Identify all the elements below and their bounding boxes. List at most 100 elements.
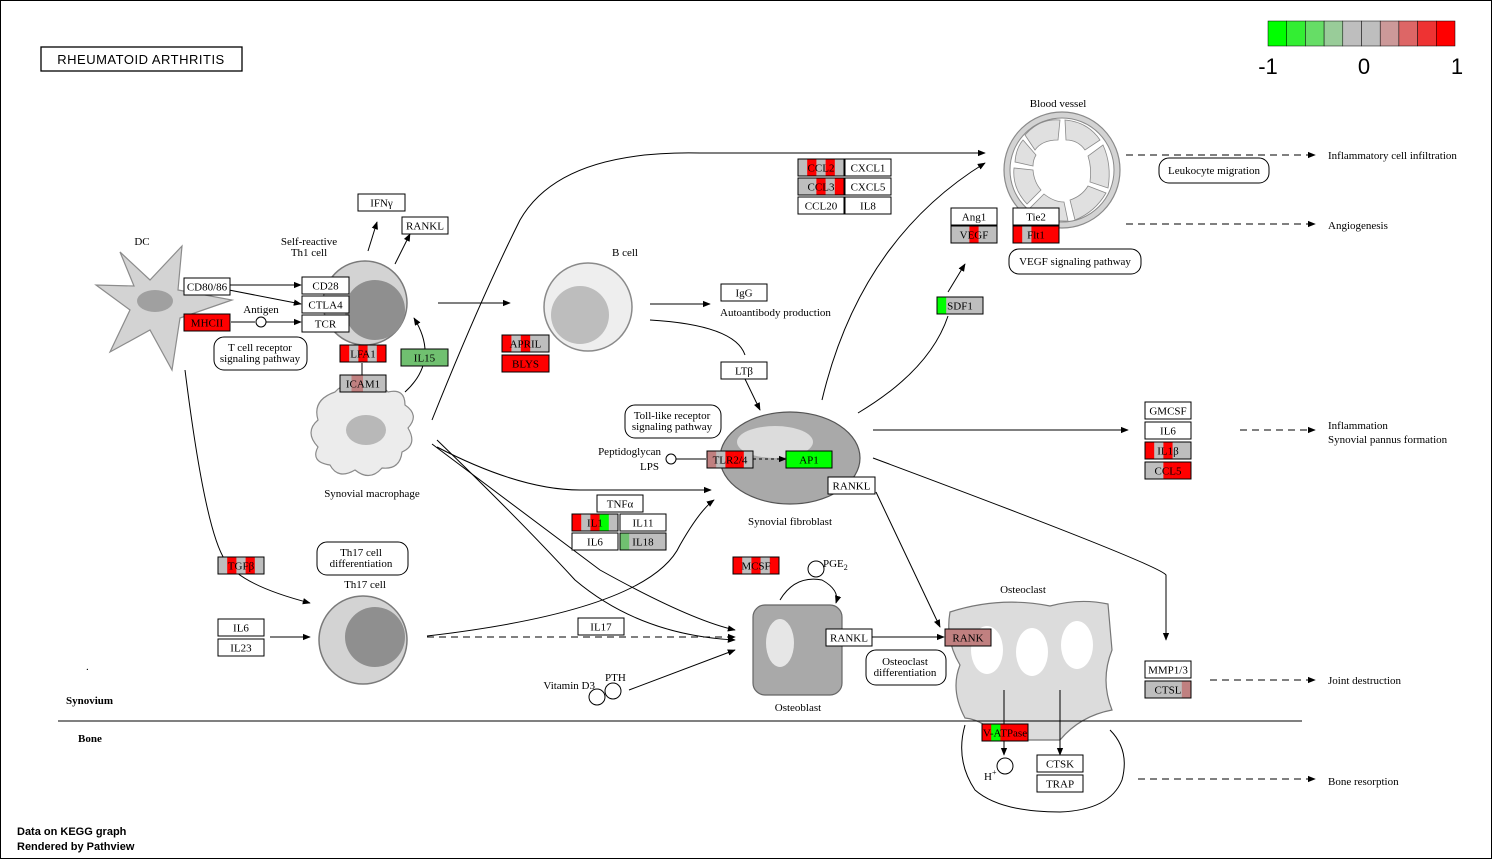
pge2-node bbox=[807, 560, 825, 578]
osteoblast-label: Osteoblast bbox=[775, 702, 821, 714]
gene-label: CD80/86 bbox=[187, 282, 228, 294]
gene-node-flt1[interactable]: Flt1 bbox=[1012, 225, 1060, 244]
gene-label: CCL20 bbox=[805, 201, 838, 213]
gene-node-ctsk[interactable]: CTSK bbox=[1036, 754, 1084, 773]
gene-node-tie2[interactable]: Tie2 bbox=[1012, 207, 1060, 226]
gene-label: CCL5 bbox=[1155, 466, 1182, 478]
gene-node-cd28[interactable]: CD28 bbox=[301, 276, 350, 295]
legend-swatch bbox=[1323, 20, 1344, 47]
autoantibody-label: Autoantibody production bbox=[720, 307, 831, 319]
gene-node-igg[interactable]: IgG bbox=[720, 283, 768, 302]
gene-node-il18[interactable]: IL18 bbox=[619, 532, 667, 551]
gene-node-ccl2[interactable]: CCL2 bbox=[797, 158, 845, 177]
interaction-edges bbox=[184, 149, 1316, 783]
legend-swatch bbox=[1305, 20, 1325, 47]
gene-node-vegf[interactable]: VEGF bbox=[950, 225, 998, 244]
gene-node-rankl-th1[interactable]: RANKL bbox=[401, 216, 449, 235]
gene-node-cxcl5[interactable]: CXCL5 bbox=[844, 177, 892, 196]
leukocyte-migration-link[interactable]: Leukocyte migration bbox=[1158, 157, 1270, 184]
gene-node-ccl20[interactable]: CCL20 bbox=[797, 196, 845, 215]
gene-node-il23[interactable]: IL23 bbox=[217, 638, 265, 657]
gene-node-tcr[interactable]: TCR bbox=[301, 314, 350, 333]
gene-node-cd80[interactable]: CD80/86 bbox=[183, 277, 231, 296]
osteoclast-label: Osteoclast bbox=[1000, 584, 1046, 596]
gene-node-tgfb[interactable]: TGFβ bbox=[217, 556, 265, 575]
gene-node-il6-r[interactable]: IL6 bbox=[1144, 421, 1192, 440]
gene-node-lfa1[interactable]: LFA1 bbox=[339, 344, 387, 363]
gene-node-tlr24[interactable]: TLR2/4 bbox=[706, 450, 754, 469]
gene-node-il15[interactable]: IL15 bbox=[400, 348, 449, 367]
gene-node-il8[interactable]: IL8 bbox=[844, 196, 892, 215]
gene-label: IL8 bbox=[860, 201, 876, 213]
color-legend: -1 0 1 bbox=[1258, 20, 1463, 79]
gene-label: GMCSF bbox=[1149, 406, 1186, 418]
gene-node-sdf1[interactable]: SDF1 bbox=[936, 296, 984, 315]
gene-node-il6-m[interactable]: IL6 bbox=[571, 532, 619, 551]
gene-label: Ang1 bbox=[962, 212, 986, 224]
gene-label: IFNγ bbox=[370, 198, 393, 210]
gene-label: APRIL bbox=[510, 339, 542, 351]
gene-node-ctla4[interactable]: CTLA4 bbox=[301, 295, 350, 314]
outcome-joint-destruction: Joint destruction bbox=[1328, 675, 1402, 687]
gene-node-mmp13[interactable]: MMP1/3 bbox=[1144, 660, 1192, 679]
footer-renderer: Rendered by Pathview bbox=[17, 841, 135, 853]
gene-node-vatpase[interactable]: V-ATPase bbox=[981, 723, 1029, 742]
gene-label: SDF1 bbox=[947, 301, 973, 313]
gene-node-il6-l[interactable]: IL6 bbox=[217, 618, 265, 637]
gene-label: AP1 bbox=[799, 455, 819, 467]
gene-label: RANK bbox=[952, 633, 983, 645]
gene-node-cxcl1[interactable]: CXCL1 bbox=[844, 158, 892, 177]
th17-cell: Th17 cell bbox=[318, 579, 408, 685]
vegf-pathway-link[interactable]: VEGF signaling pathway bbox=[1008, 248, 1142, 275]
gene-label: ICAM1 bbox=[346, 379, 380, 391]
gene-node-april[interactable]: APRIL bbox=[501, 334, 550, 353]
vitamin-d3-label: Vitamin D3 bbox=[543, 680, 595, 692]
gene-node-ccl5[interactable]: CCL5 bbox=[1144, 461, 1192, 480]
gene-node-il1[interactable]: IL1 bbox=[571, 513, 619, 532]
gene-label: IL1β bbox=[1157, 446, 1179, 458]
gene-label: TCR bbox=[315, 319, 337, 331]
legend-tick-min: -1 bbox=[1258, 54, 1278, 79]
gene-node-ccl3[interactable]: CCL3 bbox=[797, 177, 845, 196]
gene-label: RANKL bbox=[833, 481, 871, 493]
gene-label: MCSF bbox=[741, 561, 770, 573]
gene-node-ifng[interactable]: IFNγ bbox=[357, 193, 406, 212]
gene-label: IL6 bbox=[1160, 426, 1176, 438]
gene-label: IL23 bbox=[230, 643, 252, 655]
gene-label: BLYS bbox=[512, 359, 539, 371]
gene-node-mhcii[interactable]: MHCII bbox=[183, 313, 231, 332]
gene-node-ang1[interactable]: Ang1 bbox=[950, 207, 998, 226]
gene-node-ltb[interactable]: LTβ bbox=[720, 361, 768, 380]
gene-node-blys[interactable]: BLYS bbox=[501, 354, 550, 373]
gene-node-tnfa[interactable]: TNFα bbox=[596, 494, 644, 513]
gene-label: IL17 bbox=[590, 622, 612, 634]
gene-node-rankl-fib[interactable]: RANKL bbox=[827, 476, 876, 495]
gene-label: CCL3 bbox=[808, 182, 835, 194]
gene-node-icam1[interactable]: ICAM1 bbox=[339, 374, 387, 393]
dendritic-cell: DC bbox=[94, 236, 235, 372]
gene-node-rankl-ob[interactable]: RANKL bbox=[825, 628, 873, 647]
gene-node-mcsf[interactable]: MCSF bbox=[732, 556, 780, 575]
outcome-bone-resorption: Bone resorption bbox=[1328, 776, 1399, 788]
gene-node-il11[interactable]: IL11 bbox=[619, 513, 667, 532]
gene-node-gmcsf[interactable]: GMCSF bbox=[1144, 401, 1192, 420]
synovium-label: Synovium bbox=[66, 695, 113, 707]
gene-node-ap1[interactable]: AP1 bbox=[785, 450, 833, 469]
vitamin-d3-node bbox=[588, 688, 606, 706]
gene-node-ctsl[interactable]: CTSL bbox=[1144, 680, 1192, 699]
gene-node-il17[interactable]: IL17 bbox=[577, 617, 625, 636]
gene-node-rank[interactable]: RANK bbox=[944, 628, 992, 647]
gene-label: IL11 bbox=[633, 518, 654, 530]
gene-node-il1b[interactable]: IL1β bbox=[1144, 441, 1192, 460]
gene-node-trap[interactable]: TRAP bbox=[1036, 774, 1084, 793]
gene-label: TLR2/4 bbox=[713, 455, 748, 467]
